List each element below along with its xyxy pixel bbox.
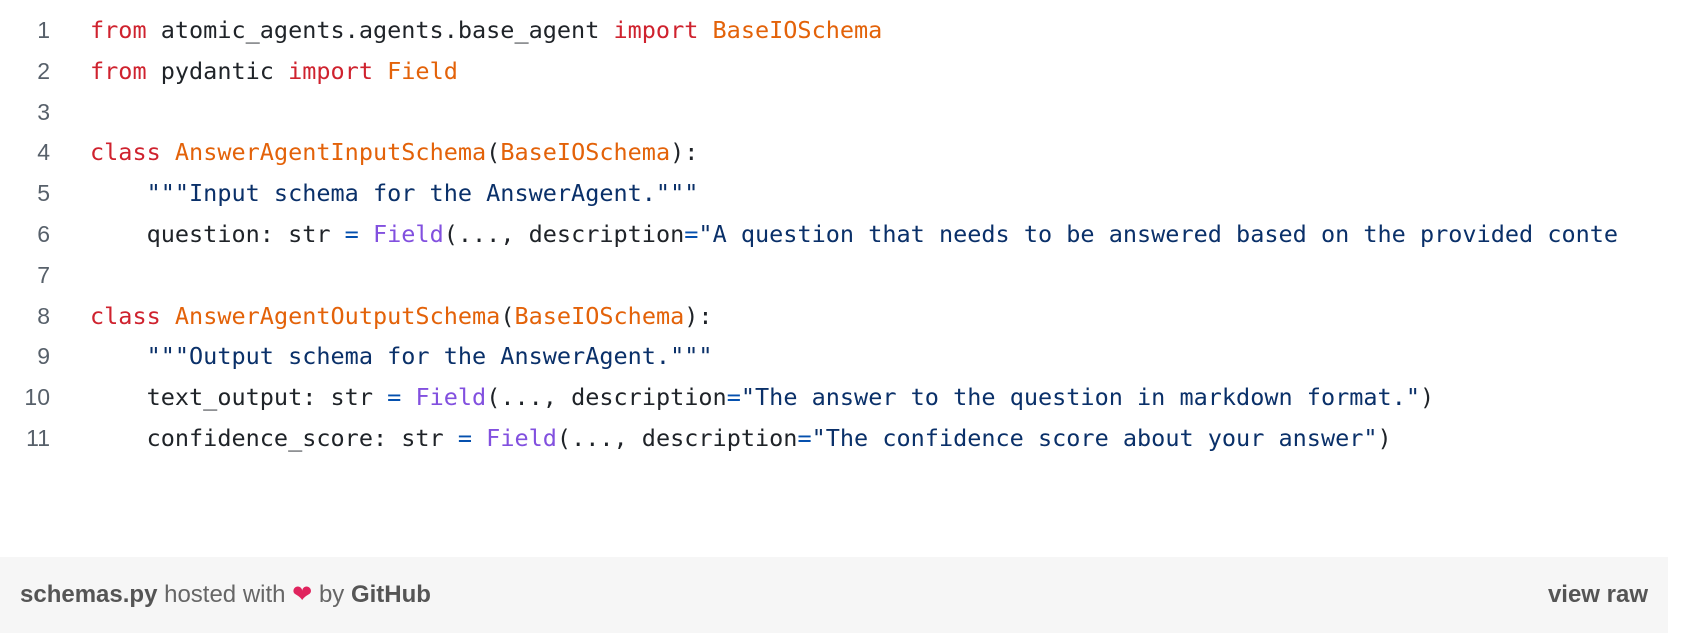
code-token: = <box>797 424 812 452</box>
code-token: = <box>684 220 699 248</box>
code-token <box>90 179 147 207</box>
code-token: = <box>726 383 741 412</box>
code-token: ) <box>1377 424 1392 452</box>
code-token: atomic_agents.agents.base_agent <box>146 16 614 44</box>
line-number[interactable]: 10 <box>24 384 50 411</box>
code-text: class AnswerAgentInputSchema(BaseIOSchem… <box>90 130 698 174</box>
line-number[interactable]: 7 <box>37 261 50 288</box>
line-number[interactable]: 5 <box>37 180 50 207</box>
code-token: (..., description <box>486 383 727 412</box>
code-token: """Output schema for the AnswerAgent.""" <box>146 342 713 371</box>
code-text: """Output schema for the AnswerAgent.""" <box>90 334 713 378</box>
code-token: BaseIOSchema <box>514 301 685 330</box>
code-token: import <box>288 56 373 85</box>
code-text: """Input schema for the AnswerAgent.""" <box>90 171 699 215</box>
github-link[interactable]: GitHub <box>350 581 431 608</box>
code-line: 5 """Input schema for the AnswerAgent.""… <box>0 171 1668 215</box>
code-line: 6 question: str = Field(..., description… <box>0 212 1668 256</box>
line-number[interactable]: 1 <box>37 17 50 43</box>
code-token: BaseIOSchema <box>500 138 671 167</box>
hosted-with-text: hosted with <box>157 581 293 608</box>
code-text: question: str = Field(..., description="… <box>90 212 1618 256</box>
code-token: Field <box>486 424 557 452</box>
code-text: confidence_score: str = Field(..., descr… <box>90 416 1392 460</box>
gist-meta: schemas.py hosted with ❤ by GitHub <box>20 557 431 633</box>
code-token: AnswerAgentInputSchema <box>174 138 487 167</box>
code-token: import <box>613 16 699 44</box>
by-text: by <box>312 581 351 608</box>
code-text: from pydantic import Field <box>90 49 458 93</box>
line-number[interactable]: 9 <box>37 343 50 370</box>
code-text: text_output: str = Field(..., descriptio… <box>90 375 1435 419</box>
code-line: 8 class AnswerAgentOutputSchema(BaseIOSch… <box>0 294 1668 338</box>
code-line: 11 confidence_score: str = Field(..., de… <box>0 416 1668 460</box>
code-token: class <box>90 138 161 167</box>
line-number[interactable]: 3 <box>37 98 50 125</box>
view-raw-link[interactable]: view raw <box>1547 581 1648 608</box>
code-token: (..., description <box>556 424 798 452</box>
code-token: question: str <box>90 220 345 248</box>
code-token: text_output: str <box>90 383 388 412</box>
code-token: AnswerAgentOutputSchema <box>174 301 501 330</box>
code-token: class <box>90 301 161 330</box>
code-token: ( <box>486 138 501 167</box>
code-token: "The answer to the question in markdown … <box>740 383 1420 412</box>
code-line: 7 <box>0 253 1668 297</box>
code-token <box>698 16 712 44</box>
code-token: ) <box>1420 383 1435 412</box>
code-token <box>359 220 373 248</box>
code-line: 1 from atomic_agents.agents.base_agent im… <box>0 8 1668 52</box>
code-token: from <box>90 16 147 44</box>
line-number[interactable]: 2 <box>37 57 50 84</box>
code-token: ): <box>670 138 699 167</box>
code-token: from <box>90 56 147 85</box>
gist-filename-link[interactable]: schemas.py <box>20 581 158 608</box>
code-line: 2 from pydantic import Field <box>0 49 1668 93</box>
code-token: ): <box>684 301 713 330</box>
code-token: ( <box>500 301 515 330</box>
code-token: pydantic <box>146 56 289 85</box>
code-token: "The confidence score about your answer" <box>811 424 1378 452</box>
code-token: = <box>387 383 402 412</box>
code-text: class AnswerAgentOutputSchema(BaseIOSche… <box>90 294 713 338</box>
code-token: = <box>344 220 359 248</box>
code-token: BaseIOSchema <box>712 16 883 44</box>
gist-footer: schemas.py hosted with ❤ by GitHub view … <box>0 557 1668 633</box>
code-token: (..., description <box>443 220 685 248</box>
code-line: 3 <box>0 90 1668 134</box>
line-number[interactable]: 4 <box>37 139 50 166</box>
code-line: 10 text_output: str = Field(..., descrip… <box>0 375 1668 419</box>
code-token <box>90 342 147 370</box>
code-token <box>373 57 387 85</box>
code-token: = <box>457 424 473 452</box>
line-number[interactable]: 6 <box>37 221 50 247</box>
code-token <box>472 424 486 452</box>
code-text: from atomic_agents.agents.base_agent imp… <box>90 8 882 52</box>
code-token: "A question that needs to be answered ba… <box>698 220 1619 248</box>
code-token: Field <box>415 383 487 412</box>
code-token: confidence_score: str <box>90 424 458 452</box>
line-number[interactable]: 8 <box>37 302 50 329</box>
code-token: Field <box>372 220 444 248</box>
code-line: 9 """Output schema for the AnswerAgent."… <box>0 334 1668 378</box>
code-token <box>161 302 175 330</box>
code-token: Field <box>387 56 458 85</box>
code-area: 1 from atomic_agents.agents.base_agent im… <box>0 8 1668 478</box>
code-token <box>401 383 415 411</box>
line-number[interactable]: 11 <box>26 425 50 451</box>
code-line: 4 class AnswerAgentInputSchema(BaseIOSche… <box>0 130 1668 174</box>
code-token: """Input schema for the AnswerAgent.""" <box>146 179 699 208</box>
code-token <box>161 138 175 166</box>
heart-icon: ❤ <box>292 581 313 608</box>
